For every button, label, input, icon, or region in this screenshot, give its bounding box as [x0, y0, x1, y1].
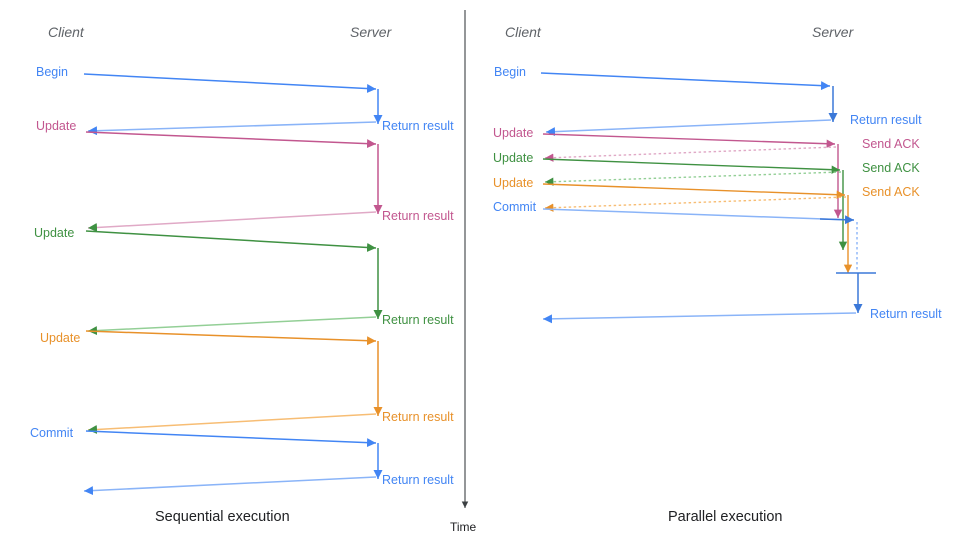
right-server-label-ack-2: Send ACK	[862, 161, 920, 175]
left-flow-update-2	[85, 230, 383, 336]
left-server-label-return-1: Return result	[382, 119, 454, 133]
right-flow-update-1	[542, 133, 843, 218]
left-panel-sequential: Client Server Begin Return result Update…	[30, 24, 454, 525]
left-client-label-update-1: Update	[36, 119, 76, 133]
left-server-label-return-4: Return result	[382, 410, 454, 424]
left-server-lane-header: Server	[350, 24, 393, 40]
time-axis-label: Time	[450, 520, 477, 534]
left-flow-update-3	[85, 330, 383, 434]
right-flow-update-2	[542, 158, 848, 250]
right-flow-update-3	[542, 183, 853, 273]
left-client-label-update-2: Update	[34, 226, 74, 240]
left-server-label-return-5: Return result	[382, 473, 454, 487]
right-panel-caption: Parallel execution	[668, 509, 782, 525]
right-flow-commit	[542, 208, 876, 324]
time-axis: Time	[450, 10, 477, 534]
right-panel-parallel: Client Server Begin Return result Update…	[493, 24, 942, 525]
right-server-label-ack-3: Send ACK	[862, 185, 920, 199]
right-client-label-update-1: Update	[493, 126, 533, 140]
left-client-lane-header: Client	[48, 24, 85, 40]
right-client-lane-header: Client	[505, 24, 542, 40]
right-server-label-return-2: Return result	[870, 307, 942, 321]
right-client-label-commit: Commit	[493, 200, 537, 214]
right-server-label-return-1: Return result	[850, 113, 922, 127]
left-flow-commit	[83, 430, 383, 496]
right-server-label-ack-1: Send ACK	[862, 137, 920, 151]
right-client-label-update-3: Update	[493, 176, 533, 190]
right-server-lane-header: Server	[812, 24, 855, 40]
right-client-label-begin: Begin	[494, 65, 526, 79]
left-client-label-commit: Commit	[30, 426, 74, 440]
left-server-label-return-3: Return result	[382, 313, 454, 327]
left-server-label-return-2: Return result	[382, 209, 454, 223]
left-flow-begin	[83, 73, 383, 136]
right-flow-begin	[540, 72, 838, 137]
right-client-label-update-2: Update	[493, 151, 533, 165]
left-client-label-update-3: Update	[40, 331, 80, 345]
left-client-label-begin: Begin	[36, 65, 68, 79]
left-flow-update-1	[85, 131, 383, 232]
left-panel-caption: Sequential execution	[155, 509, 290, 525]
